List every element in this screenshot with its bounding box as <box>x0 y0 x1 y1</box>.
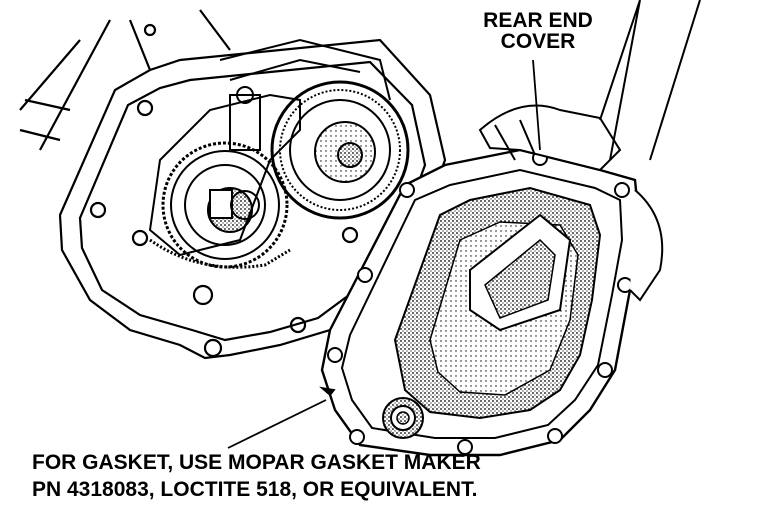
gasket-note-line1: FOR GASKET, USE MOPAR GASKET MAKER <box>32 451 481 474</box>
rear-end-cover-label-line2: COVER <box>500 30 576 53</box>
rear-end-cover-label-line1: REAR END <box>483 9 593 32</box>
gear-assembly <box>148 38 410 269</box>
rear-end-cover-drawing <box>320 148 642 457</box>
technician-hands <box>478 0 701 302</box>
drain-plug <box>382 397 424 439</box>
rear-end-cover-label: REAR END COVER <box>468 10 608 52</box>
leader-lines <box>227 59 541 449</box>
gasket-note-label: FOR GASKET, USE MOPAR GASKET MAKER PN 43… <box>32 452 552 506</box>
gasket-note-line2: PN 4318083, LOCTITE 518, OR EQUIVALENT. <box>32 478 478 501</box>
